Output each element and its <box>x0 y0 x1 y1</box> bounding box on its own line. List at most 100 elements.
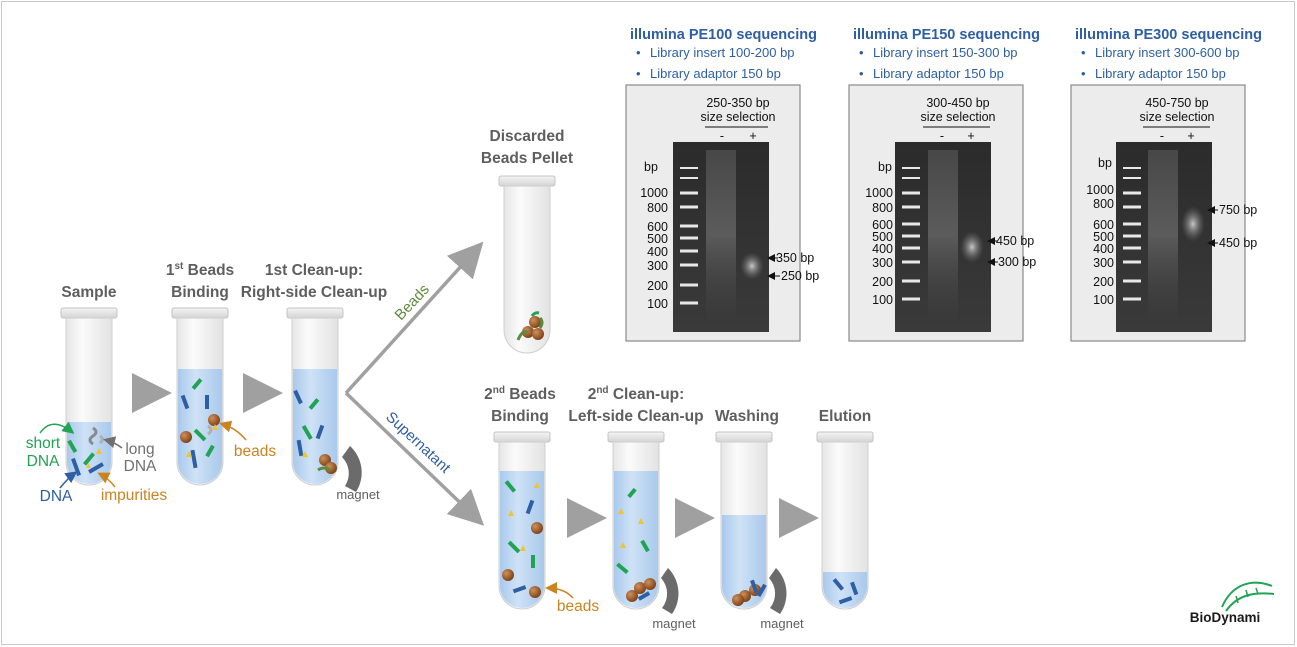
stage-label-clean2-line1: 2nd Clean-up: <box>588 385 685 403</box>
lane-plus: + <box>749 129 756 143</box>
panel-bullet-insert: Library insert 300-600 bp <box>1095 45 1240 60</box>
tube-cleanup-1: 1st Clean-up: Right-side Clean-up magnet <box>241 262 387 502</box>
gel-panel-pe300: illumina PE300 sequencing • Library inse… <box>1070 27 1262 342</box>
arrow-to-beads <box>344 241 484 395</box>
ladder-label: 400 <box>1093 242 1114 256</box>
pellet-contents <box>516 311 544 341</box>
tube-body <box>821 441 869 610</box>
sample-annotations: short DNA long DNA DNA impurities <box>26 421 168 505</box>
lane-plus: + <box>1187 129 1194 143</box>
magnet-icon <box>342 446 362 492</box>
panel-bullet-insert: Library insert 150-300 bp <box>873 45 1018 60</box>
stage-label-clean1-line2: Right-side Clean-up <box>241 284 387 301</box>
ladder-bands <box>1123 167 1141 301</box>
marker-low: 250 bp <box>781 269 819 283</box>
panel-bullet-adaptor: Library adaptor 150 bp <box>1095 66 1226 81</box>
label-short-dna-1: short <box>26 435 61 452</box>
magnet-icon <box>769 568 787 614</box>
ladder-label: 200 <box>1093 275 1114 289</box>
elution-contents <box>832 578 859 605</box>
ladder-label: 600 <box>1093 218 1114 232</box>
panel-title: illumina PE100 sequencing <box>630 27 817 43</box>
ladder-bands <box>902 167 920 301</box>
tube-liquid <box>614 471 658 608</box>
ladder-label: 300 <box>647 259 668 273</box>
gel-lane-selected-band <box>960 231 984 263</box>
tube-cap <box>498 175 556 187</box>
tube-cap <box>493 431 551 443</box>
gel-lane-selected-band <box>740 252 764 280</box>
marker-low: 300 bp <box>998 255 1036 269</box>
gel-panel-pe150: illumina PE150 sequencing • Library inse… <box>848 27 1040 342</box>
ladder-bands <box>680 167 698 305</box>
tube-cap <box>286 307 344 319</box>
ladder-label: 800 <box>647 201 668 215</box>
ladder-label: 400 <box>872 242 893 256</box>
ladder-label: 800 <box>872 201 893 215</box>
beads-pointer-2 <box>545 582 574 599</box>
tube-discarded: Discarded Beads Pellet <box>481 128 573 354</box>
ladder-label: 300 <box>872 256 893 270</box>
stage-label-discard-line2: Beads Pellet <box>481 150 573 167</box>
size-selection-range: 450-750 bp <box>1145 96 1208 110</box>
ladder-label: 300 <box>1093 256 1114 270</box>
tube-cap <box>607 431 665 443</box>
tube-cap <box>60 307 118 319</box>
beads-pointer <box>219 420 247 441</box>
label-long-dna-2: DNA <box>124 458 157 475</box>
size-selection-range: 300-450 bp <box>926 96 989 110</box>
label-beads: beads <box>234 443 276 460</box>
ladder-label: 400 <box>647 245 668 259</box>
stage-label-clean2-line2: Left-side Clean-up <box>568 408 703 425</box>
tube-cap <box>715 431 773 443</box>
binding-contents <box>180 378 220 469</box>
magnet-icon <box>661 568 679 614</box>
ladder-unit: bp <box>1098 156 1112 170</box>
tube-sample: Sample <box>60 284 118 486</box>
stage-label-elution: Elution <box>819 408 872 425</box>
bullet-dot: • <box>859 66 864 81</box>
stage-label-washing: Washing <box>715 408 779 425</box>
marker-high: 450 bp <box>996 234 1034 248</box>
logo-text: BioDynami <box>1190 610 1261 625</box>
stage-label-clean1-line1: 1st Clean-up: <box>265 262 363 279</box>
size-selection-range: 250-350 bp <box>706 96 769 110</box>
gel-panel-pe100: illumina PE100 sequencing • Library inse… <box>625 27 819 342</box>
marker-high: 350 bp <box>776 251 814 265</box>
long-dna-pointer <box>103 436 123 449</box>
tube-washing: Washing magnet <box>715 408 804 631</box>
ladder-label: 1000 <box>640 186 668 200</box>
label-magnet-3: magnet <box>760 616 804 631</box>
ladder-label: 100 <box>872 293 893 307</box>
marker-low: 450 bp <box>1219 236 1257 250</box>
gel-lane-selected-band <box>1181 206 1205 242</box>
biodynami-logo: BioDynami <box>1190 581 1275 625</box>
label-magnet-1: magnet <box>336 487 380 502</box>
ladder-label: 1000 <box>865 186 893 200</box>
ladder-label: 500 <box>872 230 893 244</box>
stage-label-beads1-line2: Binding <box>171 284 229 301</box>
tube-cap <box>171 307 229 319</box>
label-impurities: impurities <box>101 487 168 504</box>
ladder-label: 500 <box>647 232 668 246</box>
tube-cap <box>816 431 874 443</box>
panel-bullet-adaptor: Library adaptor 150 bp <box>873 66 1004 81</box>
panel-bullet-insert: Library insert 100-200 bp <box>650 45 795 60</box>
panel-title: illumina PE150 sequencing <box>853 27 1040 43</box>
short-dna-pointer <box>39 421 75 434</box>
lane-minus: - <box>1160 129 1164 143</box>
ladder-label: 600 <box>872 218 893 232</box>
bullet-dot: • <box>1081 45 1086 60</box>
tube-beads-binding-2: 2nd Beads Binding beads <box>484 385 599 615</box>
cleanup1-contents <box>293 389 337 474</box>
ladder-label: 600 <box>647 220 668 234</box>
binding2-contents <box>502 480 543 598</box>
label-beads-2: beads <box>557 598 599 615</box>
ladder-label: 100 <box>1093 293 1114 307</box>
ladder-unit: bp <box>644 160 658 174</box>
stage-label-discard-line1: Discarded <box>490 128 565 145</box>
tube-body <box>503 185 551 354</box>
bullet-dot: • <box>1081 66 1086 81</box>
